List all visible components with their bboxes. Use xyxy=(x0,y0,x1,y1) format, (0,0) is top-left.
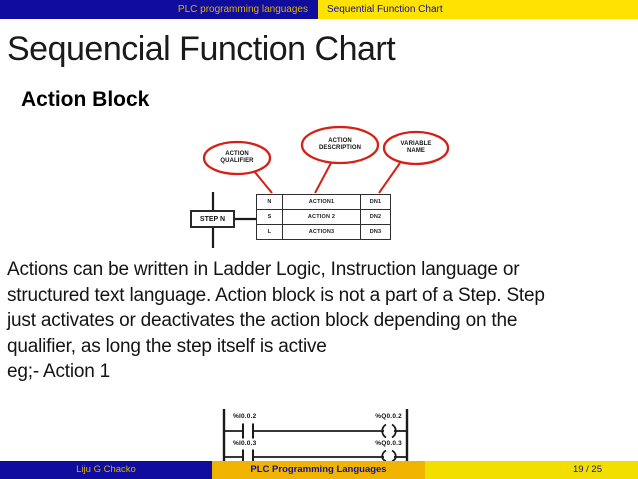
table-row: S ACTION 2 DN2 xyxy=(256,209,391,225)
body-line: qualifier, as long the step itself is ac… xyxy=(7,335,327,357)
rung2-coil-right-arc xyxy=(391,449,397,461)
rung2-contact-label: %I0.0.3 xyxy=(233,440,257,447)
action-block-diagram xyxy=(202,125,450,248)
body-example-line: eg;- Action 1 xyxy=(7,361,111,382)
callout-label-variable-name: VARIABLE NAME xyxy=(400,141,432,154)
header-bar: PLC programming languages Sequential Fun… xyxy=(0,0,638,19)
table-row: N ACTION1 DN1 xyxy=(256,194,391,210)
callout-label-action-qualifier: ACTION QUALIFIER xyxy=(220,151,254,164)
footer-presentation-title: PLC Programming Languages xyxy=(212,461,425,479)
callout-pointer-variable xyxy=(378,162,401,194)
callout-pointer-qualifier xyxy=(253,170,273,194)
ladder-diagram xyxy=(222,409,409,461)
callout-label-action-description: ACTION DESCRIPTION xyxy=(318,138,362,151)
action-cell: ACTION1 xyxy=(282,194,361,210)
callout-ellipse-variable xyxy=(382,130,450,166)
step-box: STEP N xyxy=(190,210,235,228)
body-text: Actions can be written in Ladder Logic, … xyxy=(7,257,633,385)
body-line: just activates or deactivates the action… xyxy=(7,310,518,331)
slide-subtitle: Action Block xyxy=(21,88,150,111)
callout-pointer-description xyxy=(314,162,332,194)
footer-author: Liju G Chacko xyxy=(0,461,212,479)
header-subsection-label: Sequential Function Chart xyxy=(318,0,638,19)
slide-title: Sequencial Function Chart xyxy=(7,30,396,68)
body-line: structured text language. Action block i… xyxy=(7,284,545,306)
rung1-coil-label: %Q0.0.2 xyxy=(375,413,402,420)
qualifier-cell: S xyxy=(256,209,283,225)
header-section-label: PLC programming languages xyxy=(0,0,318,19)
rung2-coil-left-arc xyxy=(381,449,387,461)
callout-ellipse-qualifier xyxy=(202,140,272,176)
variable-cell: DN3 xyxy=(360,224,391,240)
action-block-table: N ACTION1 DN1 S ACTION 2 DN2 L ACTION3 D… xyxy=(256,194,391,240)
rung1-contact-label: %I0.0.2 xyxy=(233,413,257,420)
step-box-label: STEP N xyxy=(199,215,226,223)
table-row: L ACTION3 DN3 xyxy=(256,224,391,240)
qualifier-cell: L xyxy=(256,224,283,240)
variable-cell: DN2 xyxy=(360,209,391,225)
qualifier-cell: N xyxy=(256,194,283,210)
action-cell: ACTION 2 xyxy=(282,209,361,225)
action-cell: ACTION3 xyxy=(282,224,361,240)
rung2-coil-label: %Q0.0.3 xyxy=(375,440,402,447)
footer-page-number: 19 / 25 xyxy=(425,461,638,479)
body-line: Actions can be written in Ladder Logic, … xyxy=(7,259,520,280)
callout-ellipse-description xyxy=(300,125,380,165)
rung1-coil-left-arc xyxy=(381,423,387,439)
variable-cell: DN1 xyxy=(360,194,391,210)
footer-bar: Liju G Chacko PLC Programming Languages … xyxy=(0,461,638,479)
